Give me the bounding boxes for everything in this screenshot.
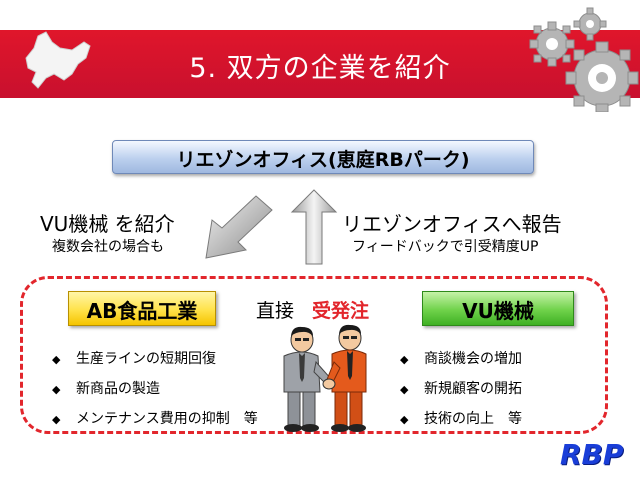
vu-company-name: VU機械: [462, 299, 534, 323]
liaison-office-label: リエゾンオフィス(恵庭RBパーク): [176, 149, 470, 171]
diamond-bullet-icon: ◆: [52, 413, 61, 426]
order-label: 受発注: [312, 300, 370, 322]
feedback-note: フィードバックで引受精度UP: [352, 239, 539, 255]
vu-company-box: [422, 291, 574, 326]
diamond-bullet-icon: ◆: [400, 353, 409, 366]
exchange-arrows: [205, 189, 338, 265]
list-item: ◆新規顧客の開拓: [400, 381, 522, 397]
introduce-vu-text: VU機械 を紹介: [40, 212, 175, 236]
direct-label: 直接: [256, 300, 295, 322]
multiple-companies-note: 複数会社の場合も: [52, 239, 164, 255]
businessman-left-icon: [283, 326, 333, 432]
liaison-office-box: [112, 140, 534, 174]
report-to-office-text: リエゾンオフィスへ報告: [342, 212, 562, 236]
rbp-logo: RBP: [560, 438, 624, 471]
up-arrow-icon: [290, 189, 338, 265]
diamond-bullet-icon: ◆: [52, 353, 61, 366]
list-item: ◆技術の向上 等: [400, 411, 522, 427]
down-left-arrow-icon: [205, 195, 273, 259]
ab-company-box: [68, 291, 216, 326]
diamond-bullet-icon: ◆: [400, 413, 409, 426]
businessman-right-icon: [325, 324, 367, 432]
gears-icon: [529, 7, 639, 112]
partnership-frame: [20, 276, 608, 434]
diamond-bullet-icon: ◆: [52, 383, 61, 396]
list-item: ◆商談機会の増加: [400, 351, 522, 367]
ab-company-name: AB食品工業: [86, 299, 198, 323]
list-item: ◆メンテナンス費用の抑制 等: [52, 411, 258, 427]
handshake-illustration: [283, 324, 367, 432]
diamond-bullet-icon: ◆: [400, 383, 409, 396]
handshake-icon: [322, 378, 336, 390]
page-title: 5. 双方の企業を紹介: [189, 53, 451, 84]
hokkaido-map-icon: [25, 31, 91, 89]
list-item: ◆新商品の製造: [52, 381, 160, 397]
list-item: ◆生産ラインの短期回復: [52, 351, 216, 367]
